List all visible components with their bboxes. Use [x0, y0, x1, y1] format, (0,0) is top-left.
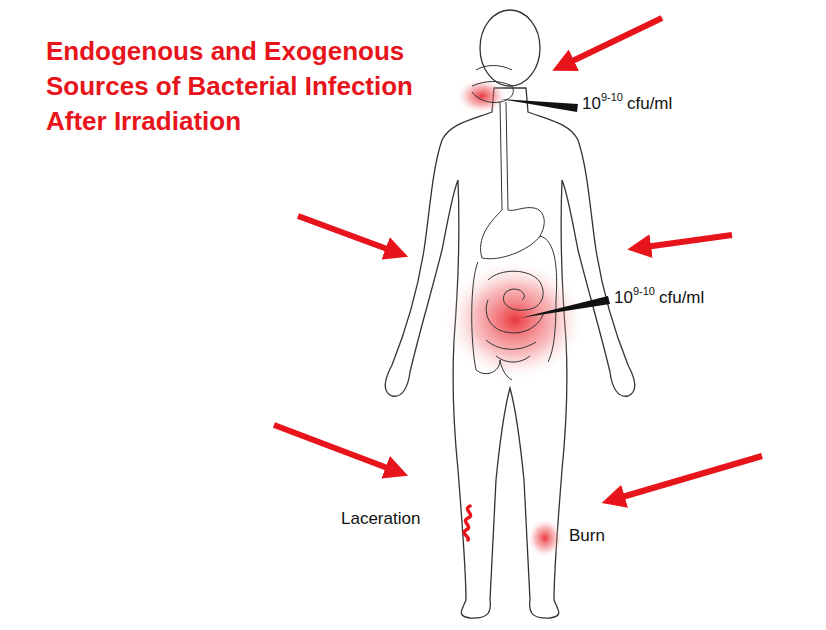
wound-label: Burn — [569, 526, 605, 545]
wound-label: Laceration — [341, 509, 420, 528]
count-base: 10 — [582, 94, 601, 113]
exponent: 9-10 — [601, 91, 623, 103]
label-group: 109-10 cfu/ml — [582, 94, 672, 114]
label-group: Laceration — [341, 509, 420, 529]
label-group: 109-10 cfu/ml — [614, 288, 704, 308]
laceration-mark — [464, 506, 471, 540]
leader-line — [500, 99, 578, 112]
exponent: 9-10 — [633, 285, 655, 297]
label-group: Burn — [569, 526, 605, 546]
unit-label: cfu/ml — [627, 94, 672, 113]
body-outline — [385, 10, 635, 618]
diagram-title: Endogenous and Exogenous Sources of Bact… — [46, 34, 414, 139]
digestive-tract — [472, 66, 557, 381]
count-base: 10 — [614, 288, 633, 307]
leader-line — [520, 296, 610, 318]
unit-label: cfu/ml — [659, 288, 704, 307]
